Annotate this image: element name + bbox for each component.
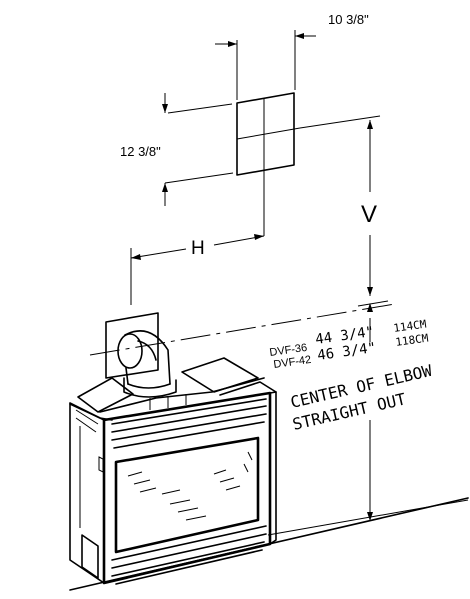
model-1-metric: 114CM — [393, 317, 428, 335]
model-2-name: DVF-42 — [273, 354, 312, 371]
horizontal-dimension: H — [130, 182, 265, 305]
model-table: DVF-36 DVF-42 44 3/4" 46 3/4" 114CM 118C… — [269, 317, 430, 371]
wall-panel — [105, 312, 159, 379]
model-2-metric: 118CM — [395, 331, 430, 349]
horizontal-dimension-label: H — [191, 238, 205, 259]
vent-elbow — [117, 330, 177, 398]
vent-termination-square — [236, 92, 301, 182]
fireplace-glass — [114, 436, 260, 554]
wall-baseline — [267, 499, 469, 536]
width-dimension-label: 10 3/8" — [328, 12, 369, 27]
height-dimension: 12 3/8" — [120, 93, 234, 206]
floor-dimension — [367, 303, 373, 521]
model-1-name: DVF-36 — [269, 342, 308, 359]
fireplace-top — [69, 357, 277, 421]
vertical-dimension-label: V — [361, 201, 377, 228]
fireplace-body — [69, 391, 277, 585]
elbow-center-tick — [357, 300, 389, 307]
vertical-dimension: V — [299, 115, 381, 296]
height-dimension-label: 12 3/8" — [120, 144, 161, 159]
width-dimension: 10 3/8" — [215, 12, 369, 100]
elbow-note: CENTER OF ELBOW STRAIGHT OUT — [289, 361, 434, 434]
